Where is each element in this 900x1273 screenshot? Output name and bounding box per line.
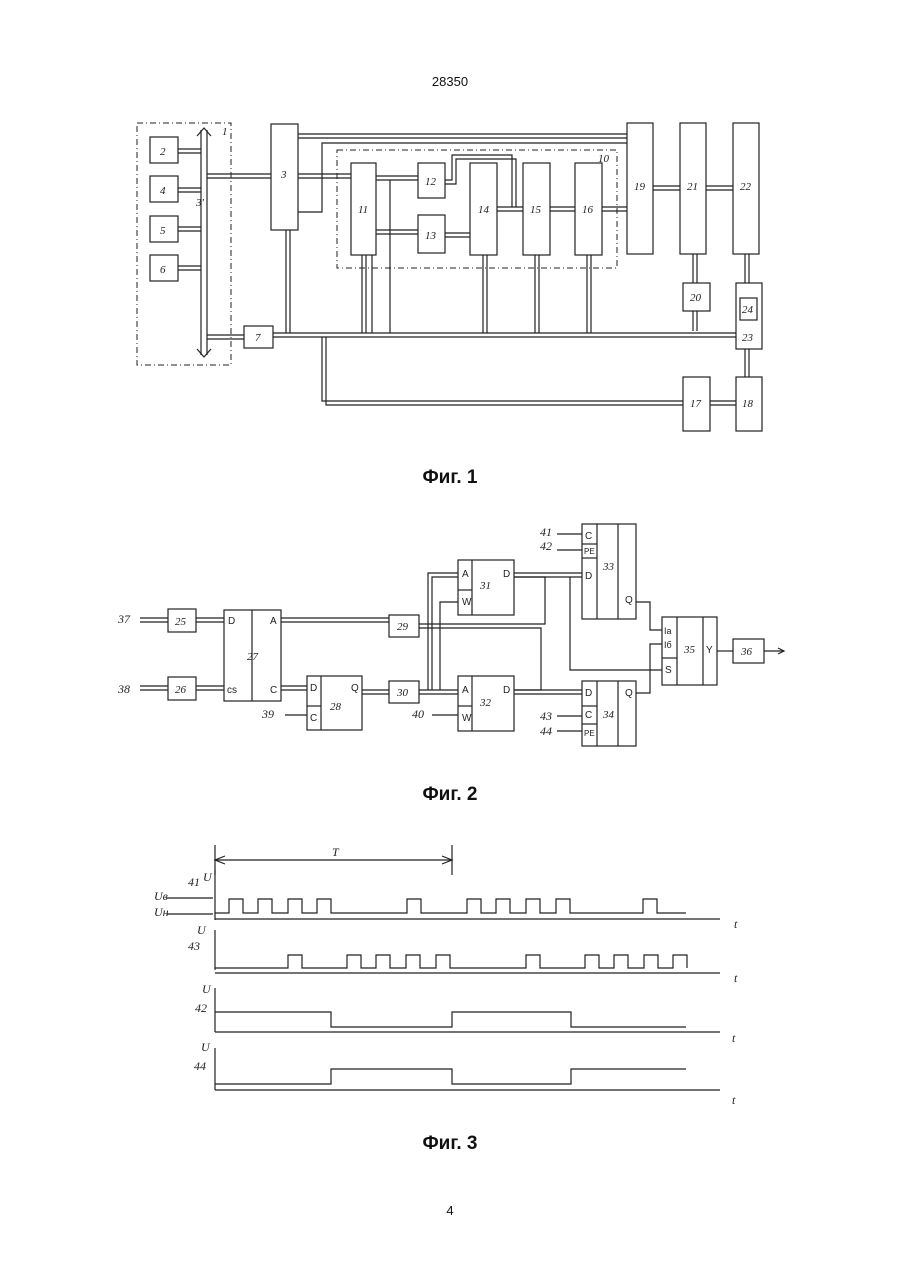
- svg-text:D: D: [585, 571, 592, 582]
- trace-43-waveform: [215, 955, 687, 968]
- figure-3-caption: Фиг. 3: [0, 1133, 900, 1155]
- svg-text:C: C: [270, 685, 277, 696]
- svg-text:35: 35: [683, 644, 696, 656]
- svg-text:S: S: [665, 665, 672, 676]
- svg-text:7: 7: [255, 332, 261, 344]
- svg-text:2: 2: [160, 146, 166, 158]
- svg-text:34: 34: [602, 709, 615, 721]
- svg-text:Uв: Uв: [154, 889, 168, 903]
- svg-text:4: 4: [160, 185, 166, 197]
- svg-text:6: 6: [160, 264, 166, 276]
- svg-text:29: 29: [397, 621, 409, 633]
- svg-text:31: 31: [479, 580, 491, 592]
- svg-text:17: 17: [690, 398, 702, 410]
- svg-text:41: 41: [188, 875, 200, 889]
- svg-text:C: C: [310, 713, 317, 724]
- period-label: T: [332, 845, 340, 859]
- svg-text:C: C: [585, 531, 592, 542]
- svg-text:44: 44: [540, 724, 552, 738]
- svg-text:W: W: [462, 713, 472, 724]
- figure-2-caption: Фиг. 2: [0, 784, 900, 806]
- svg-text:t: t: [732, 1093, 736, 1107]
- svg-text:42: 42: [540, 539, 552, 553]
- svg-text:14: 14: [478, 204, 490, 216]
- svg-text:18: 18: [742, 398, 754, 410]
- figure-1-block-diagram: 1 2 4 5 6 3' 3 7 10 11 12 13 14 15 16 19…: [0, 0, 900, 460]
- trace-44-waveform: [215, 1069, 686, 1084]
- svg-text:39: 39: [261, 707, 274, 721]
- svg-text:U: U: [203, 870, 213, 884]
- label-1: 1: [222, 126, 228, 138]
- svg-text:43: 43: [188, 939, 200, 953]
- svg-text:3': 3': [195, 197, 205, 209]
- svg-text:20: 20: [690, 292, 702, 304]
- svg-text:PE: PE: [584, 547, 595, 556]
- svg-text:28: 28: [330, 701, 342, 713]
- svg-text:41: 41: [540, 525, 552, 539]
- svg-text:26: 26: [175, 684, 187, 696]
- svg-text:A: A: [270, 616, 277, 627]
- svg-text:30: 30: [396, 687, 409, 699]
- svg-text:42: 42: [195, 1001, 207, 1015]
- svg-text:Y: Y: [706, 645, 713, 656]
- svg-text:D: D: [228, 616, 235, 627]
- svg-text:D: D: [503, 685, 510, 696]
- svg-text:15: 15: [530, 204, 542, 216]
- svg-text:t: t: [734, 971, 738, 985]
- svg-text:19: 19: [634, 181, 646, 193]
- svg-text:22: 22: [740, 181, 752, 193]
- svg-text:5: 5: [160, 225, 166, 237]
- svg-text:D: D: [503, 569, 510, 580]
- svg-text:12: 12: [425, 176, 437, 188]
- svg-text:44: 44: [194, 1059, 206, 1073]
- svg-text:C: C: [585, 710, 592, 721]
- svg-text:36: 36: [740, 646, 753, 658]
- svg-text:37: 37: [117, 612, 131, 626]
- svg-text:t: t: [734, 917, 738, 931]
- svg-text:38: 38: [117, 682, 130, 696]
- figure-2-logic-diagram: 37 25 38 26 D A cs C 27 D C Q 28 39 29 3…: [0, 510, 900, 810]
- svg-text:Q: Q: [625, 595, 633, 606]
- svg-text:W: W: [462, 597, 472, 608]
- svg-text:Iб: Iб: [664, 640, 672, 650]
- svg-text:Q: Q: [625, 688, 633, 699]
- svg-text:cs: cs: [227, 685, 237, 696]
- svg-text:Ia: Ia: [664, 626, 672, 636]
- svg-text:A: A: [462, 569, 469, 580]
- svg-text:U: U: [202, 982, 212, 996]
- trace-41-waveform: [215, 899, 686, 913]
- svg-text:23: 23: [742, 332, 754, 344]
- svg-text:t: t: [732, 1031, 736, 1045]
- svg-text:33: 33: [602, 561, 615, 573]
- svg-text:U: U: [197, 923, 207, 937]
- figure-1-caption: Фиг. 1: [0, 467, 900, 489]
- svg-text:24: 24: [742, 304, 754, 316]
- svg-text:Q: Q: [351, 683, 359, 694]
- svg-text:21: 21: [687, 181, 698, 193]
- svg-text:Uн: Uн: [154, 905, 169, 919]
- svg-text:A: A: [462, 685, 469, 696]
- svg-text:D: D: [310, 683, 317, 694]
- svg-text:U: U: [201, 1040, 211, 1054]
- svg-text:11: 11: [358, 204, 368, 216]
- page-number: 4: [0, 1203, 900, 1218]
- svg-text:32: 32: [479, 697, 492, 709]
- svg-text:40: 40: [412, 707, 424, 721]
- trace-42-waveform: [215, 1012, 686, 1027]
- svg-text:3: 3: [280, 169, 287, 181]
- svg-text:25: 25: [175, 616, 187, 628]
- svg-text:27: 27: [247, 651, 259, 663]
- svg-text:PE: PE: [584, 729, 595, 738]
- svg-text:D: D: [585, 688, 592, 699]
- figure-3-timing-diagram: T 41 U Uв Uн t U 43 t U 42 t U 44 t: [0, 830, 900, 1130]
- svg-text:13: 13: [425, 230, 437, 242]
- svg-text:43: 43: [540, 709, 552, 723]
- svg-text:16: 16: [582, 204, 594, 216]
